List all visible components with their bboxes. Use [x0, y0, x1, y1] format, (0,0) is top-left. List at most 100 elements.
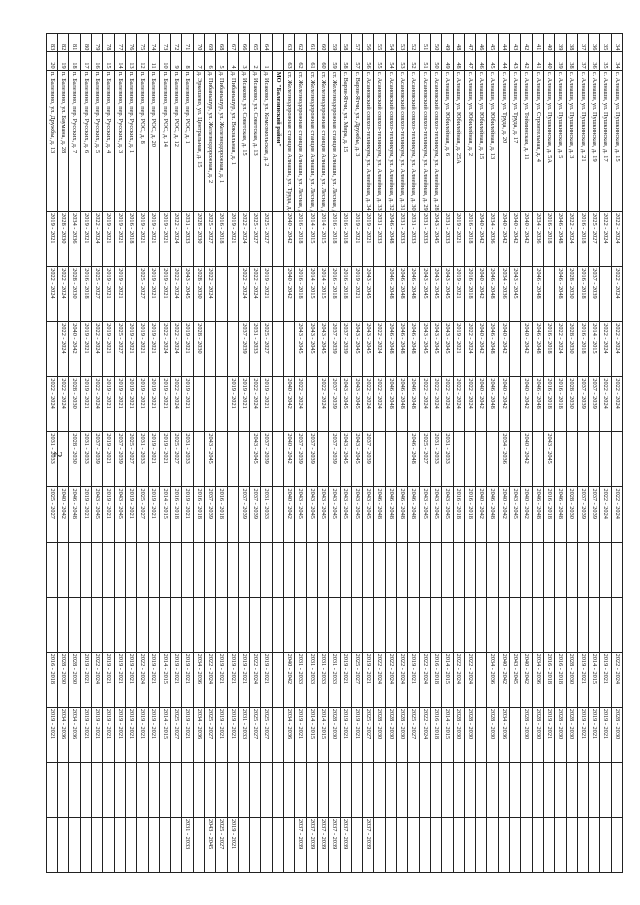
period-cell: 2025 - 2027 [204, 211, 216, 267]
period-cell [215, 597, 228, 653]
row-global-number: 82 [57, 33, 69, 52]
period-cell: 2040 - 2042 [475, 376, 487, 432]
period-cell: 2028 - 2030 [57, 652, 69, 708]
period-cell: 2022 - 2024 [373, 652, 386, 708]
period-cell [170, 542, 182, 598]
period-cell: 2019 - 2021 [362, 211, 374, 267]
row-local-number: 45 [486, 51, 499, 71]
period-cell: 2022 - 2024 [611, 211, 623, 267]
address-cell: с. Асановский совхоз-техникум, ул. Алней… [419, 70, 431, 212]
row-global-number: 43 [509, 33, 521, 52]
period-cell [430, 762, 442, 818]
period-cell [272, 486, 284, 542]
period-cell [520, 266, 533, 322]
period-cell: 2019 - 2021 [114, 707, 126, 763]
period-cell: 2022 - 2024 [599, 486, 612, 542]
period-cell [170, 762, 182, 818]
row-local-number: 43 [509, 51, 521, 71]
period-cell [317, 542, 329, 598]
period-cell: 2043 - 2045 [351, 486, 363, 542]
period-cell: 2022 - 2024 [611, 321, 623, 377]
period-cell: 2031 - 2033 [328, 652, 341, 708]
period-cell [91, 817, 103, 873]
period-cell: 2031 - 2033 [249, 321, 261, 377]
period-cell [238, 597, 250, 653]
address-cell: с. Варзи-Ятчи, ул. Дружбы, д. 3 [351, 70, 363, 212]
row-global-number: 62 [294, 33, 307, 52]
period-cell [509, 321, 521, 377]
period-cell [57, 431, 69, 487]
address-cell: п. Балезино, ул. Баумана, д. 28 [57, 70, 69, 212]
period-cell: 2046 - 2048 [407, 321, 420, 377]
period-cell [159, 762, 171, 818]
period-cell: 2031 - 2033 [80, 431, 92, 487]
period-cell [204, 542, 216, 598]
period-cell: 2040 - 2042 [520, 431, 533, 487]
address-cell: с. Асановский совхоз-техникум, ул. Алней… [396, 70, 408, 212]
period-cell: 2037 - 2039 [328, 431, 341, 487]
period-cell: 2019 - 2021 [181, 376, 194, 432]
row-local-number: 15 [102, 51, 115, 71]
period-cell: 2037 - 2039 [91, 431, 103, 487]
period-cell: 2019 - 2021 [46, 707, 58, 763]
period-cell: 2019 - 2021 [148, 376, 160, 432]
period-cell [475, 762, 487, 818]
period-cell [385, 762, 397, 818]
period-cell: 2022 - 2024 [599, 376, 612, 432]
row-global-number: 37 [577, 33, 589, 52]
period-cell: 2019 - 2021 [407, 652, 420, 708]
period-cell: 2034 - 2036 [68, 211, 81, 267]
period-cell: 2043 - 2045 [317, 321, 329, 377]
period-cell: 2040 - 2042 [68, 321, 81, 377]
period-cell: 2019 - 2021 [148, 211, 160, 267]
period-cell [532, 542, 544, 598]
period-cell: 2019 - 2021 [159, 266, 171, 322]
row-local-number: 60 [317, 51, 329, 71]
period-cell: 2046 - 2048 [385, 321, 397, 377]
period-cell: 2043 - 2045 [419, 266, 431, 322]
period-cell: 2019 - 2021 [80, 211, 92, 267]
period-cell [498, 542, 510, 598]
period-cell: 2043 - 2045 [294, 321, 307, 377]
row-global-number: 79 [91, 33, 103, 52]
period-cell: 2016 - 2018 [430, 707, 442, 763]
period-cell [46, 817, 58, 873]
row-global-number: 81 [68, 33, 81, 52]
section-header-row: МО "Балезинский район" [272, 33, 284, 873]
period-cell [577, 542, 589, 598]
period-cell: 2037 - 2039 [362, 431, 374, 487]
period-cell [486, 597, 499, 653]
address-cell: с. Алнаши, ул. Пушкинская, д. 21 [577, 70, 589, 212]
period-cell [430, 597, 442, 653]
period-cell [351, 597, 363, 653]
period-cell [566, 762, 578, 818]
address-cell: п. Балезино, пер. Русских, д. 3 [114, 70, 126, 212]
period-cell: 2025 - 2027 [114, 321, 126, 377]
period-cell: 2019 - 2021 [351, 211, 363, 267]
row-global-number: 53 [396, 33, 408, 52]
period-cell: 2016 - 2018 [193, 486, 205, 542]
period-cell: 2019 - 2021 [159, 211, 171, 267]
row-local-number: 62 [294, 51, 307, 71]
row-local-number: 13 [125, 51, 137, 71]
period-cell: 2037 - 2039 [317, 817, 329, 873]
row-global-number [272, 33, 284, 52]
period-cell: 2019 - 2021 [340, 707, 352, 763]
row-local-number: 14 [114, 51, 126, 71]
period-cell: 2046 - 2048 [486, 266, 499, 322]
period-cell: 2043 - 2045 [441, 321, 454, 377]
period-cell: 2034 - 2036 [498, 431, 510, 487]
period-cell [407, 542, 420, 598]
period-cell: 2025 - 2027 [419, 431, 431, 487]
period-cell [283, 542, 295, 598]
period-cell: 2043 - 2045 [181, 266, 194, 322]
address-cell: д. Пибаньшур, ул. Вокзальная, д. 1 [227, 70, 239, 212]
period-cell: 2037 - 2039 [588, 266, 600, 322]
row-local-number: 49 [441, 51, 454, 71]
